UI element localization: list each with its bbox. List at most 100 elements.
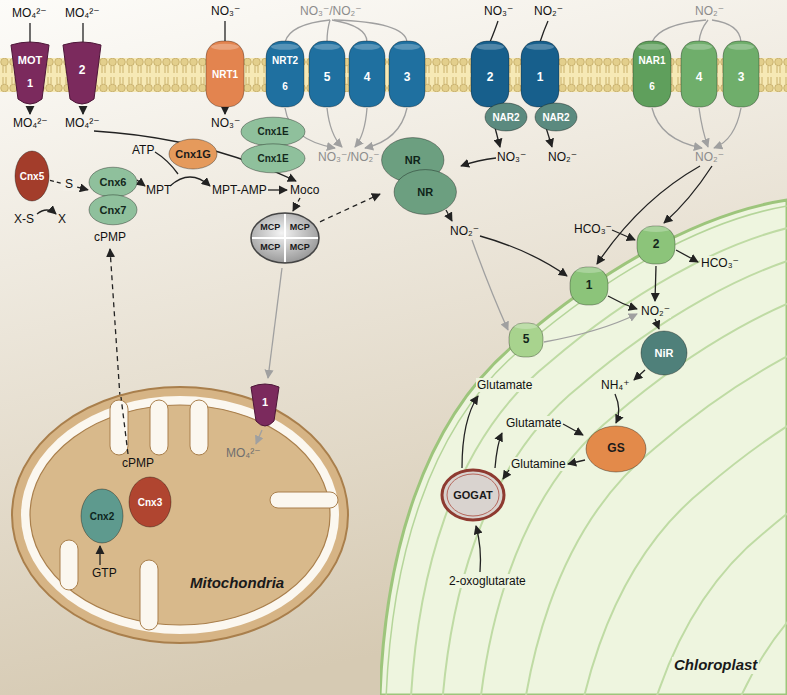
- drawing-path: [256, 430, 262, 444]
- drawing-ellipse: [485, 103, 527, 131]
- node-text: 6: [649, 81, 655, 92]
- drawing-ellipse: [447, 474, 499, 516]
- drawing-rect: [521, 41, 559, 107]
- drawing-path: [664, 166, 712, 223]
- molecule-label: NO₃⁻: [211, 4, 240, 18]
- drawing-path: [11, 42, 49, 104]
- drawing-path: [170, 177, 210, 186]
- node-text: GOGAT: [453, 489, 493, 501]
- molecule-label: NO₃⁻/NO₂⁻: [300, 4, 362, 18]
- molecule-label: NO₂⁻: [548, 150, 577, 164]
- drawing-path: [446, 210, 452, 221]
- node-shape: [8, 380, 353, 652]
- nar1-transporter: 2: [636, 225, 676, 265]
- mcp-disk: MCPMCPMCPMCP: [250, 212, 320, 264]
- molecule-label: cPMP: [122, 456, 154, 470]
- drawing-path: [503, 470, 509, 479]
- node-text: MOT: [18, 54, 42, 66]
- drawing-rect: [309, 41, 345, 107]
- mot-transporter: 2: [62, 40, 102, 108]
- drawing-ellipse: [15, 151, 49, 201]
- drawing-path: [495, 433, 502, 468]
- node-text: NAR2: [542, 112, 569, 123]
- drawing-path: [472, 240, 508, 330]
- drawing-ellipse: [728, 44, 754, 50]
- drawing-path: [652, 20, 706, 42]
- molecule-label: Moco: [290, 183, 319, 197]
- molecule-label: cPMP: [94, 230, 126, 244]
- drawing-path: [251, 384, 279, 426]
- drawing-ellipse: [638, 44, 666, 50]
- molecule-label: X: [58, 212, 66, 226]
- drawing-path: [82, 23, 83, 42]
- drawing-ellipse: [89, 167, 137, 197]
- node-text: Cnx3: [138, 497, 162, 508]
- node-text: NR: [405, 154, 421, 166]
- drawing-path: [676, 250, 698, 262]
- nrt1-transporter: NRT1: [205, 40, 245, 108]
- molecule-label: MO₄²⁻: [13, 116, 48, 130]
- edge-label: S: [63, 177, 75, 191]
- node-shape: [265, 40, 305, 108]
- drawing-path: [480, 236, 567, 276]
- drawing-rect: [681, 41, 717, 107]
- node-shape: [240, 116, 306, 174]
- node-text: Cnx6: [100, 176, 127, 188]
- node-text: 6: [282, 81, 288, 92]
- drawing-path: [268, 268, 282, 378]
- drawing-path: [327, 20, 330, 42]
- molecule-label: NO₃⁻: [211, 116, 240, 130]
- node-text: NRT1: [212, 69, 238, 80]
- node-text: Cnx1E: [257, 126, 288, 137]
- molecule-label: NO₃⁻/NO₂⁻: [318, 150, 380, 164]
- molecule-label: MO₄²⁻: [65, 6, 100, 20]
- node-text: 2: [487, 71, 494, 84]
- drawing-path: [608, 296, 637, 309]
- mot-transporter: 1: [250, 382, 280, 430]
- drawing-path: [380, 200, 787, 695]
- drawing-ellipse: [12, 387, 348, 643]
- drawing-path: [386, 205, 787, 695]
- drawing-rect: [637, 226, 675, 264]
- drawing-path: [410, 222, 787, 695]
- drawing-line: [252, 237, 318, 239]
- mitochondrion: MitochondriaCnx2Cnx3: [8, 380, 353, 652]
- node-text: Cnx1G: [175, 148, 210, 160]
- drawing-path: [82, 108, 83, 114]
- drawing-path: [540, 21, 548, 42]
- node-text: Chloroplast: [672, 657, 759, 674]
- nar2-protein: NAR2: [534, 102, 578, 132]
- drawing-ellipse: [21, 396, 339, 634]
- node-text: 1: [27, 77, 33, 89]
- drawing-rect: [471, 41, 509, 107]
- drawing-path: [652, 108, 702, 148]
- molecule-label: MO₄²⁻: [12, 6, 47, 20]
- drawing-path: [63, 42, 101, 104]
- molecule-label: HCO₃⁻: [700, 256, 740, 270]
- node-text: Cnx5: [20, 171, 44, 182]
- drawing-ellipse: [129, 477, 171, 527]
- drawing-ellipse: [641, 331, 687, 375]
- node-text: 5: [324, 71, 331, 84]
- molecule-label: NO₃⁻: [484, 4, 513, 18]
- drawing-ellipse: [514, 323, 538, 329]
- drawing-path: [544, 314, 637, 342]
- node-text: Cnx7: [100, 204, 127, 216]
- node-text: MCP: [260, 223, 280, 233]
- node-text: Cnx2: [90, 511, 114, 522]
- drawing-ellipse: [442, 470, 504, 520]
- drawing-rect: [509, 323, 543, 357]
- molecule-label: MPT-AMP: [212, 183, 267, 197]
- node-text: 2: [653, 238, 660, 251]
- molecule-label: Glutamine: [510, 457, 567, 471]
- drawing-path: [634, 370, 645, 380]
- drawing-path: [461, 158, 496, 166]
- cnx5-enzyme: Cnx5: [14, 150, 50, 202]
- drawing-path: [224, 108, 225, 114]
- drawing-ellipse: [241, 117, 305, 146]
- drawing-path: [699, 20, 708, 42]
- drawing-ellipse: [586, 426, 646, 472]
- drawing-path: [224, 21, 225, 42]
- drawing-path: [699, 108, 708, 147]
- drawing-path: [490, 21, 498, 42]
